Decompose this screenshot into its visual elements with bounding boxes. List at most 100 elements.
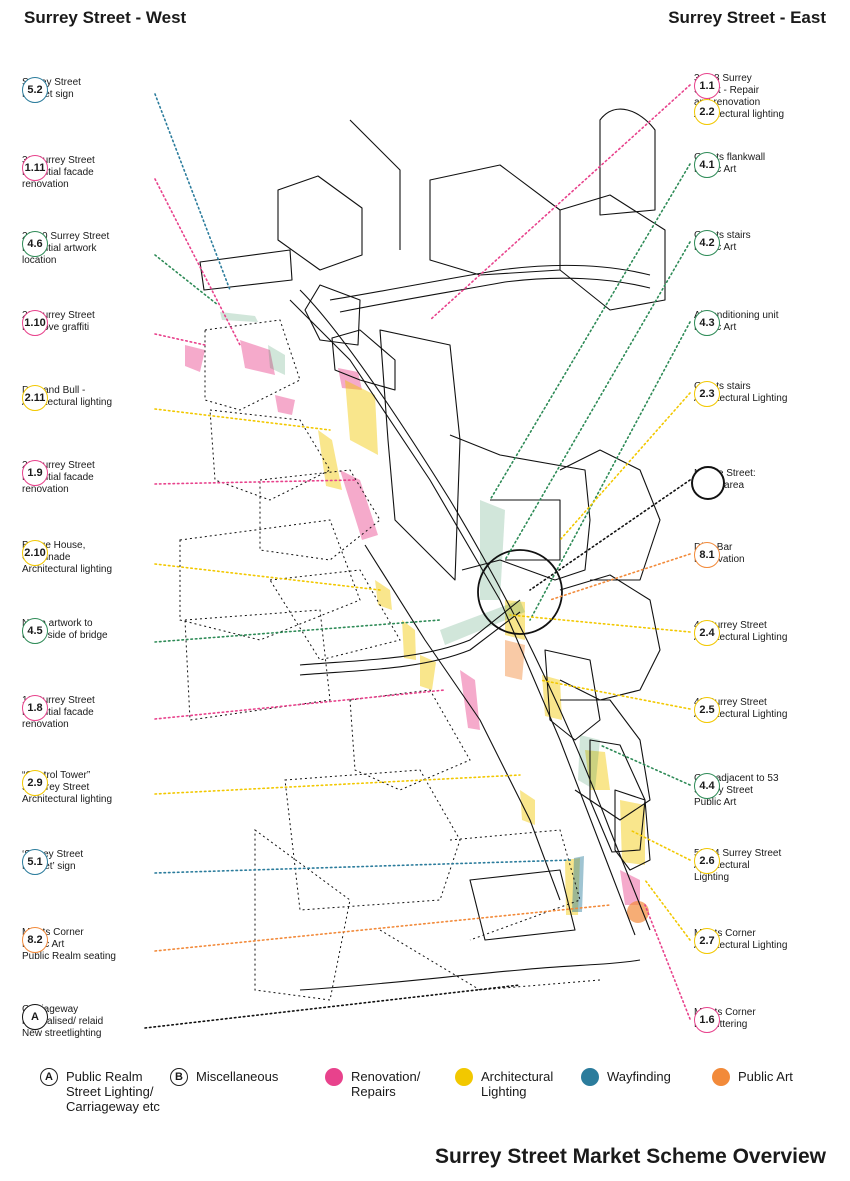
annotation-line: Public Realm seating [22,951,116,962]
east-heading: Surrey Street - East [668,8,826,27]
legend-label: Renovation/Repairs [351,1069,420,1099]
annotation-line: Grants flankwall [694,152,766,163]
legend-label-line: Public Realm [66,1069,143,1084]
annotation-line: Decluttering [694,1019,748,1030]
annotation-line: underside of bridge [22,630,108,641]
highlight-patch [375,580,392,610]
annotation-line: 10 Surrey Street [22,695,95,706]
highlight-patch [520,790,535,825]
leader-line [549,553,691,601]
annotation-line: location [22,255,57,266]
highlight-patch [565,858,580,915]
legend-label-line: Street Lighting/ [66,1084,154,1099]
leader-line [509,614,691,633]
annotation-badge: 1.8 [22,695,48,721]
leader-line [154,93,231,291]
annotation-line: Millets Corner [694,1007,756,1018]
highlight-patch [572,856,584,912]
leader-line [154,774,521,795]
annotation-line: Grants stairs [694,230,751,241]
annotation-line: “Control Tower” [22,770,91,781]
annotation-badge: 4.2 [694,230,720,256]
annotation-line: rationalised/ relaid [22,1016,104,1027]
legend-label: Wayfinding [607,1069,671,1084]
annotation-badge: 8.1 [694,542,720,568]
annotation-line: New streetlighting [22,1028,102,1039]
legend-swatch-icon [455,1068,473,1086]
annotation-line: and renovation [694,97,761,108]
annotation-badge: 4.4 [694,773,720,799]
annotation-line: Neon artwork to [22,618,93,629]
annotation-line: Potential facade [22,707,94,718]
leader-line [144,984,521,1029]
annotation-line: Remove graffiti [22,322,90,333]
annotation-line: Architectural Lighting [694,709,788,720]
east-annotation: Middle Street:Focus area [691,466,756,508]
annotation-line: Architectural lighting [694,109,785,120]
highlight-patch [505,600,525,640]
leader-line [539,679,691,710]
annotation-badge: 2.11 [22,385,48,411]
leader-line [154,563,381,591]
millets-corner-marker [627,901,649,923]
annotation-line: Architectural lighting [22,794,113,805]
leader-line [154,254,219,306]
annotation-line: Architectural Lighting [694,940,788,951]
annotation-badge: 4.1 [694,152,720,178]
annotation-line: Dog and Bull - [22,385,86,396]
legend-swatch-icon [581,1068,599,1086]
annotation-badge: 5.2 [22,77,48,103]
annotation-line: Surrey Street [694,785,753,796]
leader-line [154,178,241,346]
legend-label: Miscellaneous [196,1069,278,1084]
annotation-badge [691,466,725,500]
annotation-badge: 4.6 [22,231,48,257]
annotation-line: renovation [22,179,69,190]
annotation-badge: 2.4 [694,620,720,646]
annotation-line: Potential facade [22,472,94,483]
annotation-badge: 1.9 [22,460,48,486]
highlight-patch [585,750,610,790]
annotation-line: Market’ sign [22,861,76,872]
annotation-badge: 1.11 [22,155,48,181]
legend-label-line: Public Art [738,1069,793,1084]
legend-label-line: Miscellaneous [196,1069,279,1084]
annotation-badge: 4.3 [694,310,720,336]
annotation-line: Gap adjacent to 53 [694,773,779,784]
annotation-line: Architectural Lighting [694,393,788,404]
leader-line [154,619,441,643]
annotation-line: Architectural [694,860,750,871]
leader-line [529,479,691,591]
highlight-patch [440,600,525,645]
annotation-line: renovation [22,719,69,730]
highlight-patch [240,340,275,375]
highlight-patch [505,640,525,680]
leader-line [489,163,691,501]
legend-swatch-icon: B [170,1068,188,1086]
leader-line [154,408,331,431]
